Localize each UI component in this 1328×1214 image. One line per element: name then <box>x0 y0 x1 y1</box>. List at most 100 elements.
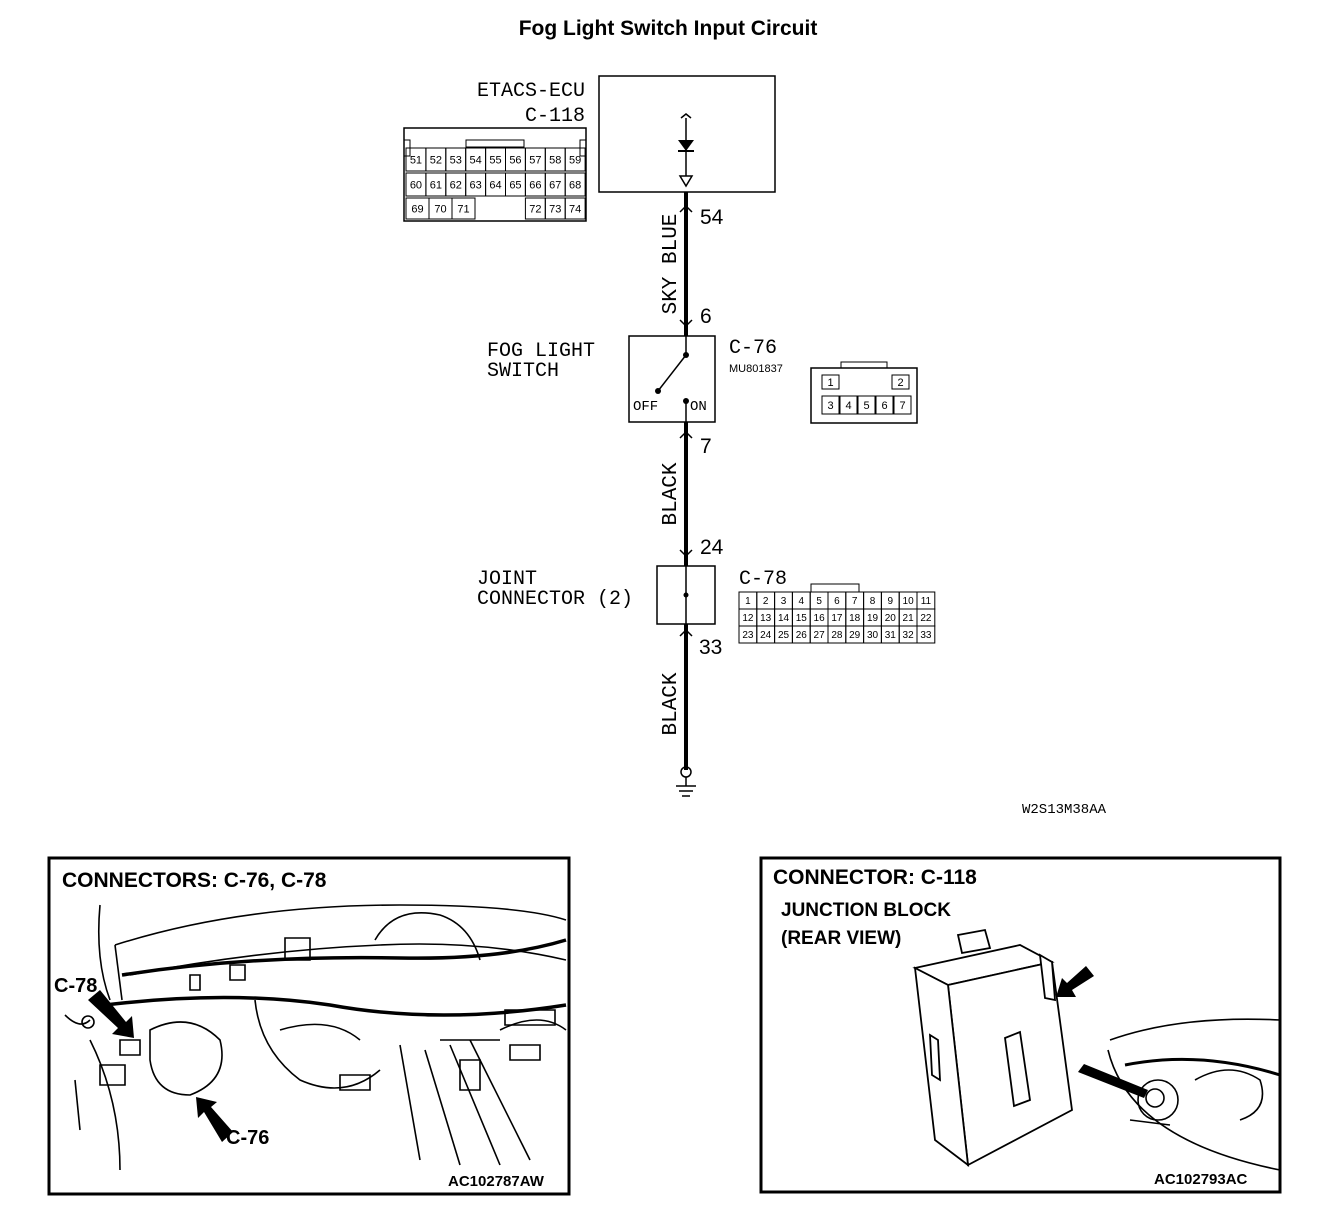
c78-pin-5: 5 <box>816 596 822 607</box>
c118-pin-68-cell <box>564 172 586 197</box>
c78-pin-12: 12 <box>742 613 754 624</box>
c118-pin-74: 74 <box>569 203 581 215</box>
switch-off-label: OFF <box>633 399 658 415</box>
c78-pin-30: 30 <box>867 630 879 641</box>
right-panel-code: AC102793AC <box>1154 1171 1248 1188</box>
c118-pin-60: 60 <box>410 179 422 191</box>
c78-pin-17: 17 <box>831 613 843 624</box>
c118-pin-53: 53 <box>450 154 462 166</box>
c78-pin-10: 10 <box>903 596 915 607</box>
c76-pin-3-cell <box>821 395 840 415</box>
c118-pin-57: 57 <box>529 154 541 166</box>
c76-pin-2: 2 <box>897 377 903 389</box>
c78-pin-14: 14 <box>778 613 790 624</box>
left-panel-code: AC102787AW <box>448 1173 545 1190</box>
etacs-name: ETACS-ECU <box>477 80 585 103</box>
c76-pin-6: 6 <box>881 400 887 412</box>
c78-pin-18: 18 <box>849 613 861 624</box>
callout-c76: C-76 <box>226 1127 269 1149</box>
joint-connector-id: C-78 <box>739 568 787 591</box>
wire-sky-blue <box>679 192 693 336</box>
c76-pin-1: 1 <box>827 377 833 389</box>
c76-pin-4: 4 <box>845 400 851 412</box>
c118-pin-54: 54 <box>470 154 482 166</box>
c78-pin-33: 33 <box>920 630 932 641</box>
c118-pin-71-cell <box>451 197 476 220</box>
c78-pin-24: 24 <box>760 630 772 641</box>
c76-pin-7: 7 <box>899 400 905 412</box>
joint-connector-box <box>656 565 716 625</box>
c76-pin-6-cell <box>875 395 894 415</box>
c78-pin-32: 32 <box>903 630 915 641</box>
wire-black-lower <box>679 624 693 770</box>
c118-pin-51: 51 <box>410 154 422 166</box>
c78-pin-19: 19 <box>867 613 879 624</box>
c78-pin-13: 13 <box>760 613 772 624</box>
c118-pin-72: 72 <box>529 203 541 215</box>
c78-pin-21: 21 <box>903 613 915 624</box>
etacs-ecu-box <box>598 75 776 193</box>
c118-pin-73: 73 <box>549 203 561 215</box>
c76-pin-3: 3 <box>827 400 833 412</box>
c118-pin-74-cell <box>564 197 586 220</box>
c118-pin-67: 67 <box>549 179 561 191</box>
diagram-title: Fog Light Switch Input Circuit <box>519 17 818 40</box>
c76-pin-1-cell <box>821 374 840 390</box>
c76-pin-4-cell <box>839 395 858 415</box>
c78-pin-33-cell <box>916 625 936 644</box>
c118-pin-52: 52 <box>430 154 442 166</box>
ground-icon <box>676 766 696 797</box>
c78-pin-15: 15 <box>796 613 808 624</box>
dash-inset-illustration <box>1107 1018 1281 1171</box>
switch-label-line2: SWITCH <box>487 360 559 383</box>
callout-c78: C-78 <box>54 975 97 997</box>
etacs-connector: C-118 <box>525 105 585 128</box>
fog-light-switch-box <box>628 335 716 423</box>
c118-pin-70: 70 <box>434 203 446 215</box>
c78-pin-28: 28 <box>831 630 843 641</box>
c78-pin-22: 22 <box>920 613 932 624</box>
c118-pin-69: 69 <box>411 203 423 215</box>
wire-sky-blue-label: SKY BLUE <box>660 214 683 315</box>
c118-pin-68: 68 <box>569 179 581 191</box>
c78-pin-23: 23 <box>742 630 754 641</box>
c118-pin-59: 59 <box>569 154 581 166</box>
junction-block-pointer-arrow-icon <box>1056 966 1094 997</box>
c118-pin-63: 63 <box>470 179 482 191</box>
c78-pin-3: 3 <box>781 596 787 607</box>
switch-on-label: ON <box>690 399 707 415</box>
c118-pin-55: 55 <box>489 154 501 166</box>
wire-black-upper-label: BLACK <box>660 462 683 525</box>
c78-pin-11: 11 <box>921 596 932 607</box>
c118-pin-59-cell <box>564 147 586 172</box>
right-panel-header: CONNECTOR: C-118 <box>773 866 977 889</box>
pin-7-label: 7 <box>700 435 712 458</box>
c118-pin-58: 58 <box>549 154 561 166</box>
c78-pin-26: 26 <box>796 630 808 641</box>
c78-pin-9: 9 <box>888 596 894 607</box>
switch-connector: C-76 <box>729 337 777 360</box>
c118-location-pointer-icon <box>1078 1064 1148 1098</box>
c78-pin-16: 16 <box>814 613 826 624</box>
pin-33-label: 33 <box>699 636 722 659</box>
c78-pin-20: 20 <box>885 613 897 624</box>
c118-pin-56: 56 <box>509 154 521 166</box>
c76-pin-5-cell <box>857 395 876 415</box>
right-panel-line2: (REAR VIEW) <box>781 928 901 949</box>
c78-pin-25: 25 <box>778 630 790 641</box>
c78-pin-29: 29 <box>849 630 861 641</box>
dashboard-harness-illustration <box>64 904 567 1171</box>
c118-pin-66: 66 <box>529 179 541 191</box>
left-panel-header: CONNECTORS: C-76, C-78 <box>62 869 327 892</box>
c78-pin-6: 6 <box>834 596 840 607</box>
connector-location-panel-left <box>47 856 571 1196</box>
c76-pointer-arrow-icon <box>196 1097 233 1142</box>
c76-pin-5: 5 <box>863 400 869 412</box>
joint-label-line2: CONNECTOR (2) <box>477 588 633 611</box>
diagram-code: W2S13M38AA <box>1022 802 1107 818</box>
c118-pin-65: 65 <box>509 179 521 191</box>
pin-24-label: 24 <box>700 536 724 559</box>
pin-6-label: 6 <box>700 305 712 328</box>
